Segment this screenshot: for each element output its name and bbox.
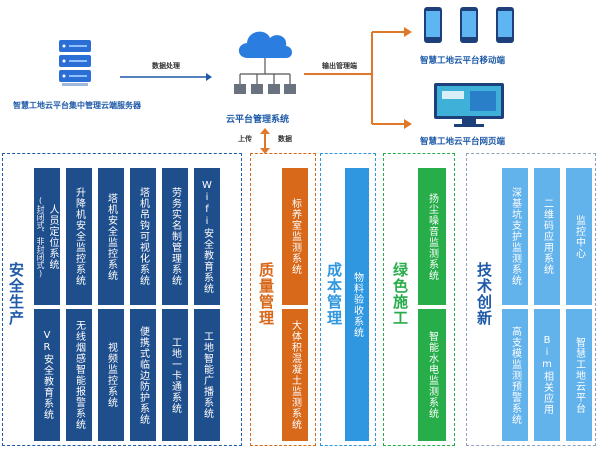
output-label: 输出管理端	[322, 62, 357, 70]
data-label: 数据	[278, 135, 292, 143]
green-col-top-label: 扬尘噪音监测系统	[426, 192, 438, 281]
quality-panel	[250, 153, 316, 446]
monitor-icon	[434, 83, 504, 127]
tech-col-3-top: 监控中心	[566, 168, 592, 305]
cloud-caption: 云平台管理系统	[226, 115, 290, 125]
green-panel	[383, 153, 455, 446]
cost-panel	[320, 153, 376, 446]
safety-panel	[2, 153, 242, 446]
cost-title: 成本管理	[325, 262, 343, 326]
quality-col-top-label: 标养室监测系统	[289, 198, 301, 275]
green-col-top: 扬尘噪音监测系统	[418, 168, 446, 305]
safety-col-4-top: 塔机吊钩可视化系统	[130, 168, 156, 305]
tech-col-1-top-label: 深基坑支护监测系统	[509, 187, 521, 286]
quality-title: 质量管理	[257, 262, 275, 326]
safety-col-4-bottom-label: 便携式临边防护系统	[137, 325, 149, 425]
safety-col-5-top-label: 劳务实名制管理系统	[169, 187, 181, 286]
green-col-bottom-label: 智能水电监测系统	[426, 331, 438, 419]
safety-col-5-bottom-label: 工地一卡通系统	[169, 336, 181, 414]
safety-col-6-bottom-label: 工地智能广播系统	[201, 331, 213, 419]
safety-col-6-top: Wifi安全教育系统	[194, 168, 220, 305]
arrow-right-icon	[120, 73, 212, 81]
safety-col-3-bottom: 视频监控系统	[98, 309, 124, 441]
quality-col-top: 标养室监测系统	[282, 168, 308, 305]
tech-col-1-bottom-label: 高支模监测预警系统	[509, 325, 521, 425]
safety-col-2-top: 升降机安全监控系统	[66, 168, 92, 305]
server-caption: 智慧工地云平台集中管理云端服务器	[13, 101, 141, 110]
tech-col-1-bottom: 高支模监测预警系统	[502, 309, 528, 441]
web-caption: 智慧工地云平台网页端	[420, 137, 506, 147]
tech-col-1-top: 深基坑支护监测系统	[502, 168, 528, 305]
safety-col-1-bottom-label: VR安全教育系统	[41, 330, 53, 420]
tech-col-2-bottom: Bim相关应用	[534, 309, 560, 441]
safety-col-3-top-label: 塔机安全监控系统	[105, 192, 117, 281]
safety-col-5-bottom: 工地一卡通系统	[162, 309, 188, 441]
green-title: 绿色施工	[391, 262, 409, 326]
safety-col-6-top-label: Wifi安全教育系统	[201, 179, 213, 294]
safety-col-1-top-label: 人员定位系统	[47, 203, 58, 270]
tech-col-2-top-label: 二维码应用系统	[541, 198, 553, 275]
data-processing-label: 数据处理	[152, 62, 180, 70]
up-down-arrow-icon	[260, 128, 270, 154]
safety-col-2-bottom: 无线烟感智能报警系统	[66, 309, 92, 441]
safety-col-5-top: 劳务实名制管理系统	[162, 168, 188, 305]
safety-col-2-top-label: 升降机安全监控系统	[73, 187, 85, 286]
safety-col-3-bottom-label: 视频监控系统	[105, 342, 117, 408]
mobile-caption: 智慧工地云平台移动端	[420, 56, 506, 66]
upload-label: 上传	[238, 135, 252, 143]
safety-col-6-bottom: 工地智能广播系统	[194, 309, 220, 441]
tech-col-3-top-label: 监控中心	[573, 214, 585, 259]
mobile-phone-icon	[424, 7, 514, 43]
green-col-bottom: 智能水电监测系统	[418, 309, 446, 441]
cloud-network-icon	[234, 31, 296, 94]
safety-col-4-bottom: 便携式临边防护系统	[130, 309, 156, 441]
quality-col-bottom: 大体积混凝土监测系统	[282, 309, 308, 441]
output-branch-arrow-icon	[304, 27, 412, 129]
safety-col-1-top: (封闭式、非封闭式) 人员定位系统	[34, 168, 60, 305]
tech-panel	[466, 153, 596, 446]
safety-col-2-bottom-label: 无线烟感智能报警系统	[73, 320, 85, 430]
tech-col-2-bottom-label: Bim相关应用	[541, 335, 553, 415]
safety-title: 安全生产	[7, 262, 25, 326]
safety-col-1-bottom: VR安全教育系统	[34, 309, 60, 441]
cost-col: 物料验收系统	[345, 168, 369, 441]
tech-title: 技术创新	[475, 262, 493, 326]
tech-col-3-bottom: 智慧工地云平台	[566, 309, 592, 441]
safety-col-3-top: 塔机安全监控系统	[98, 168, 124, 305]
safety-col-4-top-label: 塔机吊钩可视化系统	[137, 187, 149, 286]
cost-col-label: 物料验收系统	[351, 271, 363, 338]
quality-col-bottom-label: 大体积混凝土监测系统	[289, 320, 301, 430]
server-icon	[59, 40, 91, 86]
tech-col-3-bottom-label: 智慧工地云平台	[573, 336, 585, 414]
tech-col-2-top: 二维码应用系统	[534, 168, 560, 305]
safety-col-1-top-note: (封闭式、非封闭式)	[36, 195, 45, 278]
